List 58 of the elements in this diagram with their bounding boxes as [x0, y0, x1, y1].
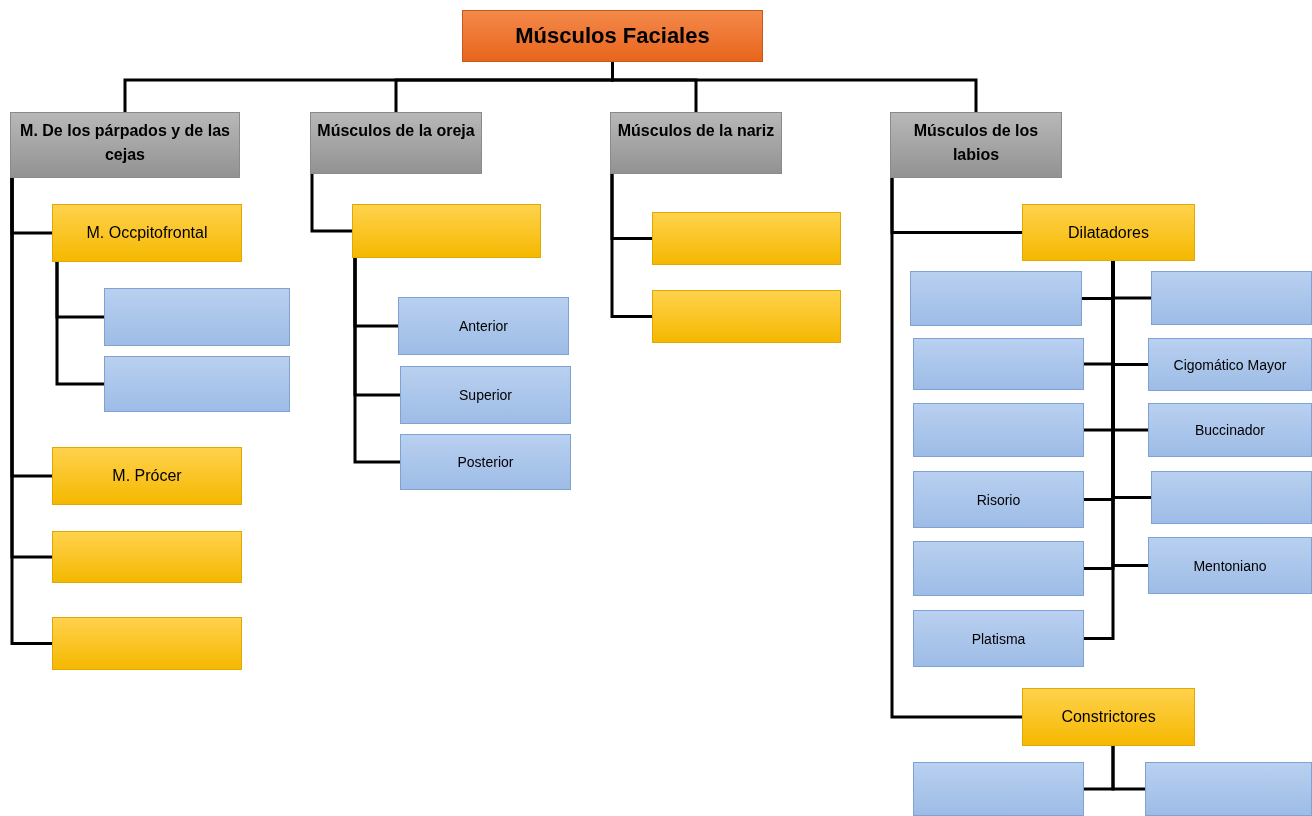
subgroup-box — [352, 204, 541, 258]
box-label: M. De los párpados y de las cejas — [19, 121, 231, 165]
muscle-box — [400, 366, 571, 424]
muscle-box — [913, 762, 1084, 816]
muscle-box — [1148, 537, 1312, 594]
subgroup-box — [52, 617, 242, 670]
muscle-box — [913, 338, 1084, 390]
box-label: Superior — [459, 387, 512, 403]
muscle-box — [104, 288, 290, 346]
category-box — [310, 112, 482, 174]
title-box — [462, 10, 763, 62]
connector-line — [890, 178, 1022, 719]
box-label: Platisma — [971, 630, 1026, 647]
box-label: M. Occpitofrontal — [86, 224, 208, 242]
box-label: Dilatadores — [1068, 223, 1149, 242]
subgroup-box — [1022, 688, 1195, 746]
muscle-box — [913, 403, 1084, 457]
connector-line — [310, 174, 352, 233]
box-label: Músculos de la oreja — [317, 121, 475, 141]
muscle-box — [398, 297, 569, 355]
box-label: Buccinador — [1194, 422, 1265, 438]
category-box — [10, 112, 240, 178]
muscle-box — [913, 471, 1084, 528]
subgroup-box — [52, 204, 242, 262]
box-label: Músculos de los labios — [912, 121, 1040, 165]
box-label: Risorio — [976, 491, 1021, 508]
subgroup-box — [1022, 204, 1195, 261]
connector-line — [55, 262, 104, 386]
connector-line — [610, 174, 652, 318]
box-label: Posterior — [457, 454, 514, 470]
muscle-box — [1151, 471, 1312, 524]
box-label: Mentoniano — [1193, 557, 1267, 574]
muscle-box — [913, 541, 1084, 596]
muscle-box — [1148, 338, 1312, 391]
box-label: Músculos Faciales — [515, 23, 710, 49]
box-label: Músculos de la nariz — [617, 121, 775, 141]
muscle-box — [913, 610, 1084, 667]
box-label: M. Prócer — [112, 467, 182, 485]
connector-line — [1111, 746, 1145, 791]
muscle-box — [1151, 271, 1312, 325]
subgroup-box — [652, 290, 841, 343]
muscle-box — [1145, 762, 1312, 816]
muscle-box — [910, 271, 1082, 326]
subgroup-box — [52, 531, 242, 583]
box-label: Cigomático Mayor — [1173, 356, 1287, 373]
connector-line — [353, 258, 400, 464]
category-box — [610, 112, 782, 174]
category-box — [890, 112, 1062, 178]
muscle-box — [104, 356, 290, 412]
muscle-box — [400, 434, 571, 490]
connector-line — [1111, 261, 1148, 567]
box-label: Anterior — [459, 318, 508, 334]
subgroup-box — [52, 447, 242, 505]
connector-line — [10, 178, 52, 645]
subgroup-box — [652, 212, 841, 265]
muscle-box — [1148, 403, 1312, 457]
box-label: Constrictores — [1061, 708, 1156, 726]
connector-line — [611, 62, 978, 112]
